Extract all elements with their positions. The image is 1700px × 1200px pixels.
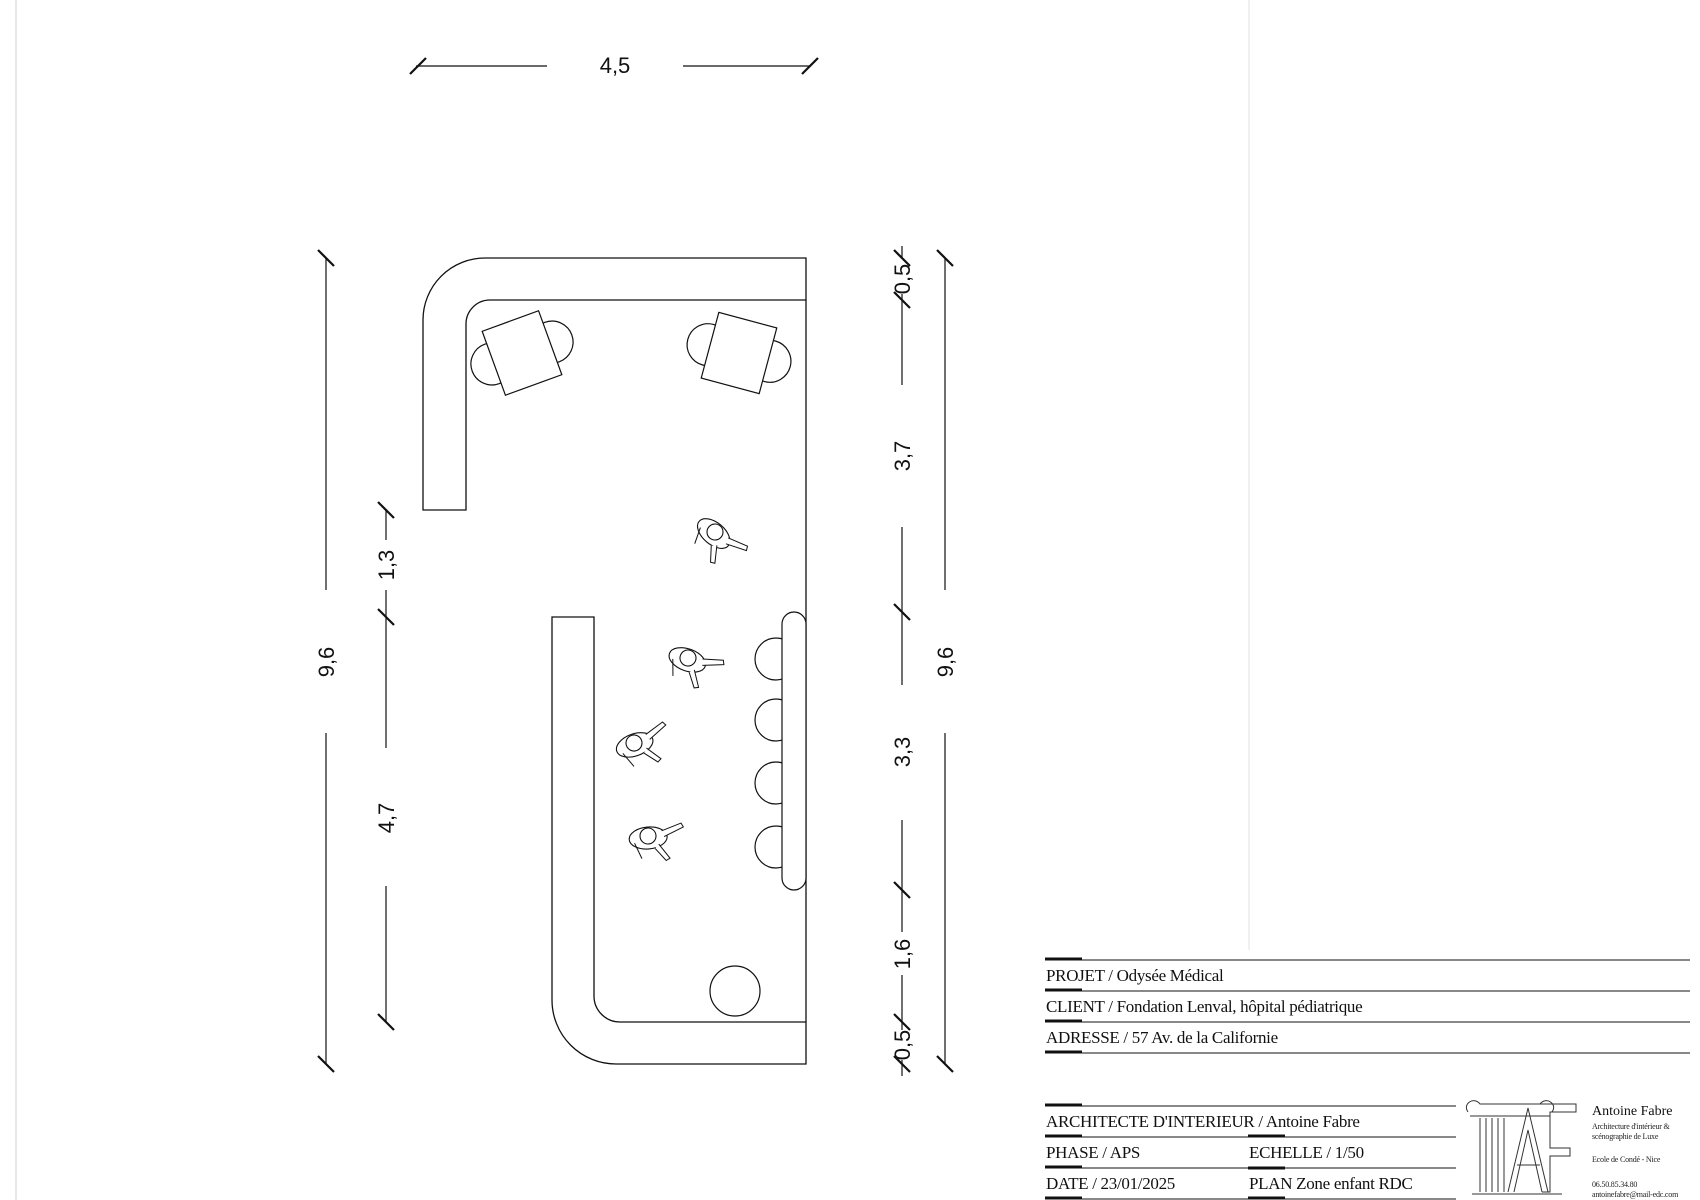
table-with-chairs-left bbox=[470, 310, 574, 396]
table-with-chairs-right bbox=[686, 311, 792, 395]
title-projet: PROJET / Odysée Médical bbox=[1046, 966, 1224, 985]
dim-top-width: 4,5 bbox=[600, 53, 631, 78]
dim-left-lower: 4,7 bbox=[374, 803, 399, 834]
logo-phone: 06.50.85.34.80 bbox=[1592, 1180, 1638, 1189]
table-left bbox=[481, 310, 563, 396]
dim-right-upper: 3,7 bbox=[890, 441, 915, 472]
logo-school: Ecole de Condé - Nice bbox=[1592, 1155, 1661, 1164]
table-right bbox=[700, 311, 778, 395]
dim-right-bottom: 0,5 bbox=[890, 1030, 915, 1061]
wall-upper bbox=[422, 257, 807, 511]
title-plan: PLAN Zone enfant RDC bbox=[1249, 1174, 1413, 1193]
dimension-lines bbox=[317, 57, 954, 1076]
person-3 bbox=[612, 720, 678, 775]
dim-right-top: 0,5 bbox=[890, 264, 915, 295]
bench-stools bbox=[754, 611, 807, 891]
title-adresse: ADRESSE / 57 Av. de la Californie bbox=[1046, 1028, 1278, 1047]
dim-left-total: 9,6 bbox=[314, 647, 339, 678]
dim-right-lower: 1,6 bbox=[890, 939, 915, 970]
round-seat bbox=[709, 965, 761, 1017]
title-date: DATE / 23/01/2025 bbox=[1046, 1174, 1176, 1193]
logo-name: Antoine Fabre bbox=[1592, 1104, 1673, 1119]
dim-right-total: 9,6 bbox=[933, 647, 958, 678]
person-1 bbox=[683, 511, 750, 576]
logo-tagline-1: Architecture d'intérieur & bbox=[1592, 1122, 1670, 1131]
person-4 bbox=[627, 822, 687, 865]
dim-left-upper: 1,3 bbox=[374, 550, 399, 581]
title-echelle: ECHELLE / 1/50 bbox=[1249, 1143, 1364, 1162]
dim-right-middle: 3,3 bbox=[890, 737, 915, 768]
title-client: CLIENT / Fondation Lenval, hôpital pédia… bbox=[1046, 997, 1363, 1016]
title-architecte: ARCHITECTE D'INTERIEUR / Antoine Fabre bbox=[1046, 1112, 1360, 1131]
logo-tagline-2: scénographie de Luxe bbox=[1592, 1132, 1659, 1141]
title-block-lines bbox=[1045, 957, 1690, 1200]
title-phase: PHASE / APS bbox=[1046, 1143, 1141, 1162]
logo-mark bbox=[1466, 1100, 1577, 1195]
wall-lower bbox=[551, 616, 807, 1065]
person-2 bbox=[660, 641, 726, 696]
logo-email: antoinefabre@mail-edc.com bbox=[1592, 1190, 1679, 1199]
bench bbox=[781, 611, 807, 891]
